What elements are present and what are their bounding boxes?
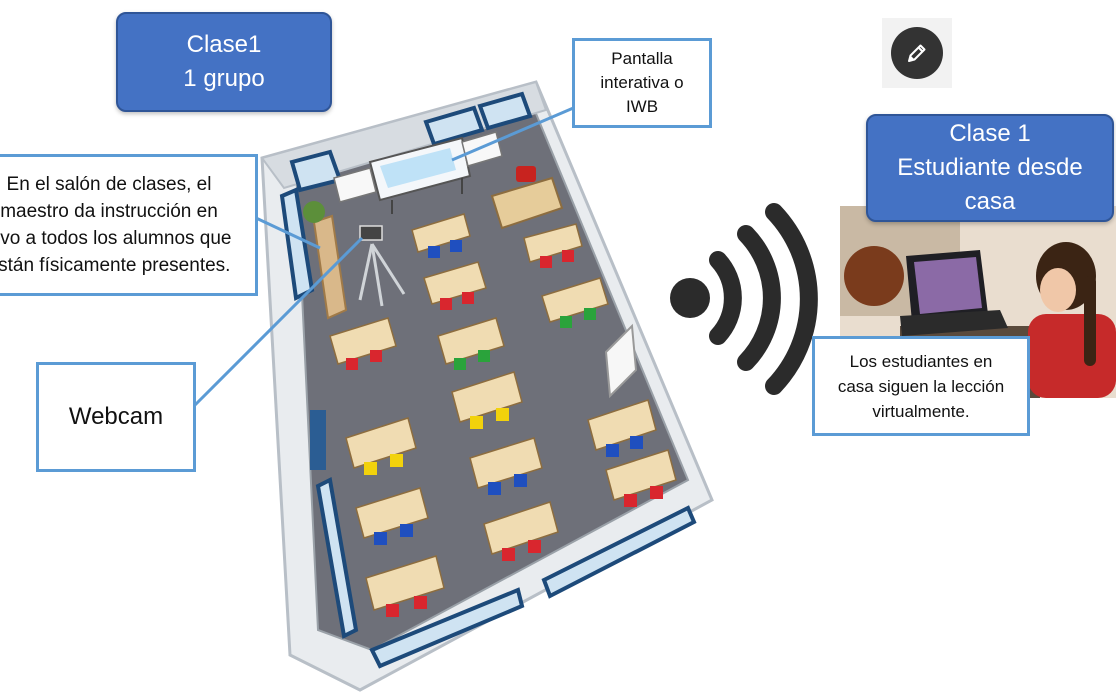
home-student-title-line1: Clase 1 bbox=[949, 120, 1031, 147]
webcam-leader-line bbox=[192, 236, 364, 408]
webcam-label: Webcam bbox=[36, 362, 196, 472]
home-note-line2: casa siguen la lección bbox=[837, 376, 1005, 396]
class-group-title: Clase1 1 grupo bbox=[116, 12, 332, 112]
iwb-label-line1: Pantalla bbox=[611, 49, 673, 68]
edit-button[interactable] bbox=[882, 18, 952, 88]
home-note: Los estudiantes en casa siguen la lecció… bbox=[812, 336, 1030, 436]
class-group-title-line2: 1 grupo bbox=[183, 65, 265, 92]
teacher-note-line2: maestro da instrucción en bbox=[0, 201, 218, 222]
home-student-title-line3: casa bbox=[964, 188, 1016, 215]
interactive-whiteboard bbox=[333, 131, 503, 214]
pencil-icon bbox=[908, 44, 926, 62]
wifi-signal-icon bbox=[670, 203, 818, 395]
home-note-line1: Los estudiantes en bbox=[849, 351, 993, 371]
iwb-label-line2: interativa o bbox=[600, 73, 684, 92]
top-windows bbox=[289, 91, 533, 193]
bottom-windows bbox=[369, 505, 697, 669]
teacher-desk bbox=[490, 176, 564, 230]
student-desks bbox=[329, 213, 677, 617]
iwb-label-line3: IWB bbox=[625, 97, 659, 116]
tripod-webcam-icon bbox=[358, 225, 406, 307]
class-group-title-line1: Clase1 bbox=[186, 31, 262, 58]
home-note-line3: virtualmente. bbox=[872, 401, 970, 421]
teacher-note-line3: vivo a todos los alumnos que bbox=[0, 228, 232, 249]
home-student-title-line2: Estudiante desde bbox=[897, 154, 1083, 181]
teacher-leader-line bbox=[255, 216, 321, 250]
side-whiteboard bbox=[604, 323, 638, 399]
edit-button-circle bbox=[891, 27, 943, 79]
teacher-note-line1: En el salón de clases, el bbox=[6, 174, 212, 195]
iwb-label: Pantalla interativa o IWB bbox=[572, 38, 712, 128]
home-student-title: Clase 1 Estudiante desde casa bbox=[866, 114, 1114, 222]
teacher-note-line4: están físicamente presentes. bbox=[0, 255, 231, 276]
teacher-note: En el salón de clases, el maestro da ins… bbox=[0, 154, 258, 296]
webcam-label-text: Webcam bbox=[68, 403, 164, 430]
